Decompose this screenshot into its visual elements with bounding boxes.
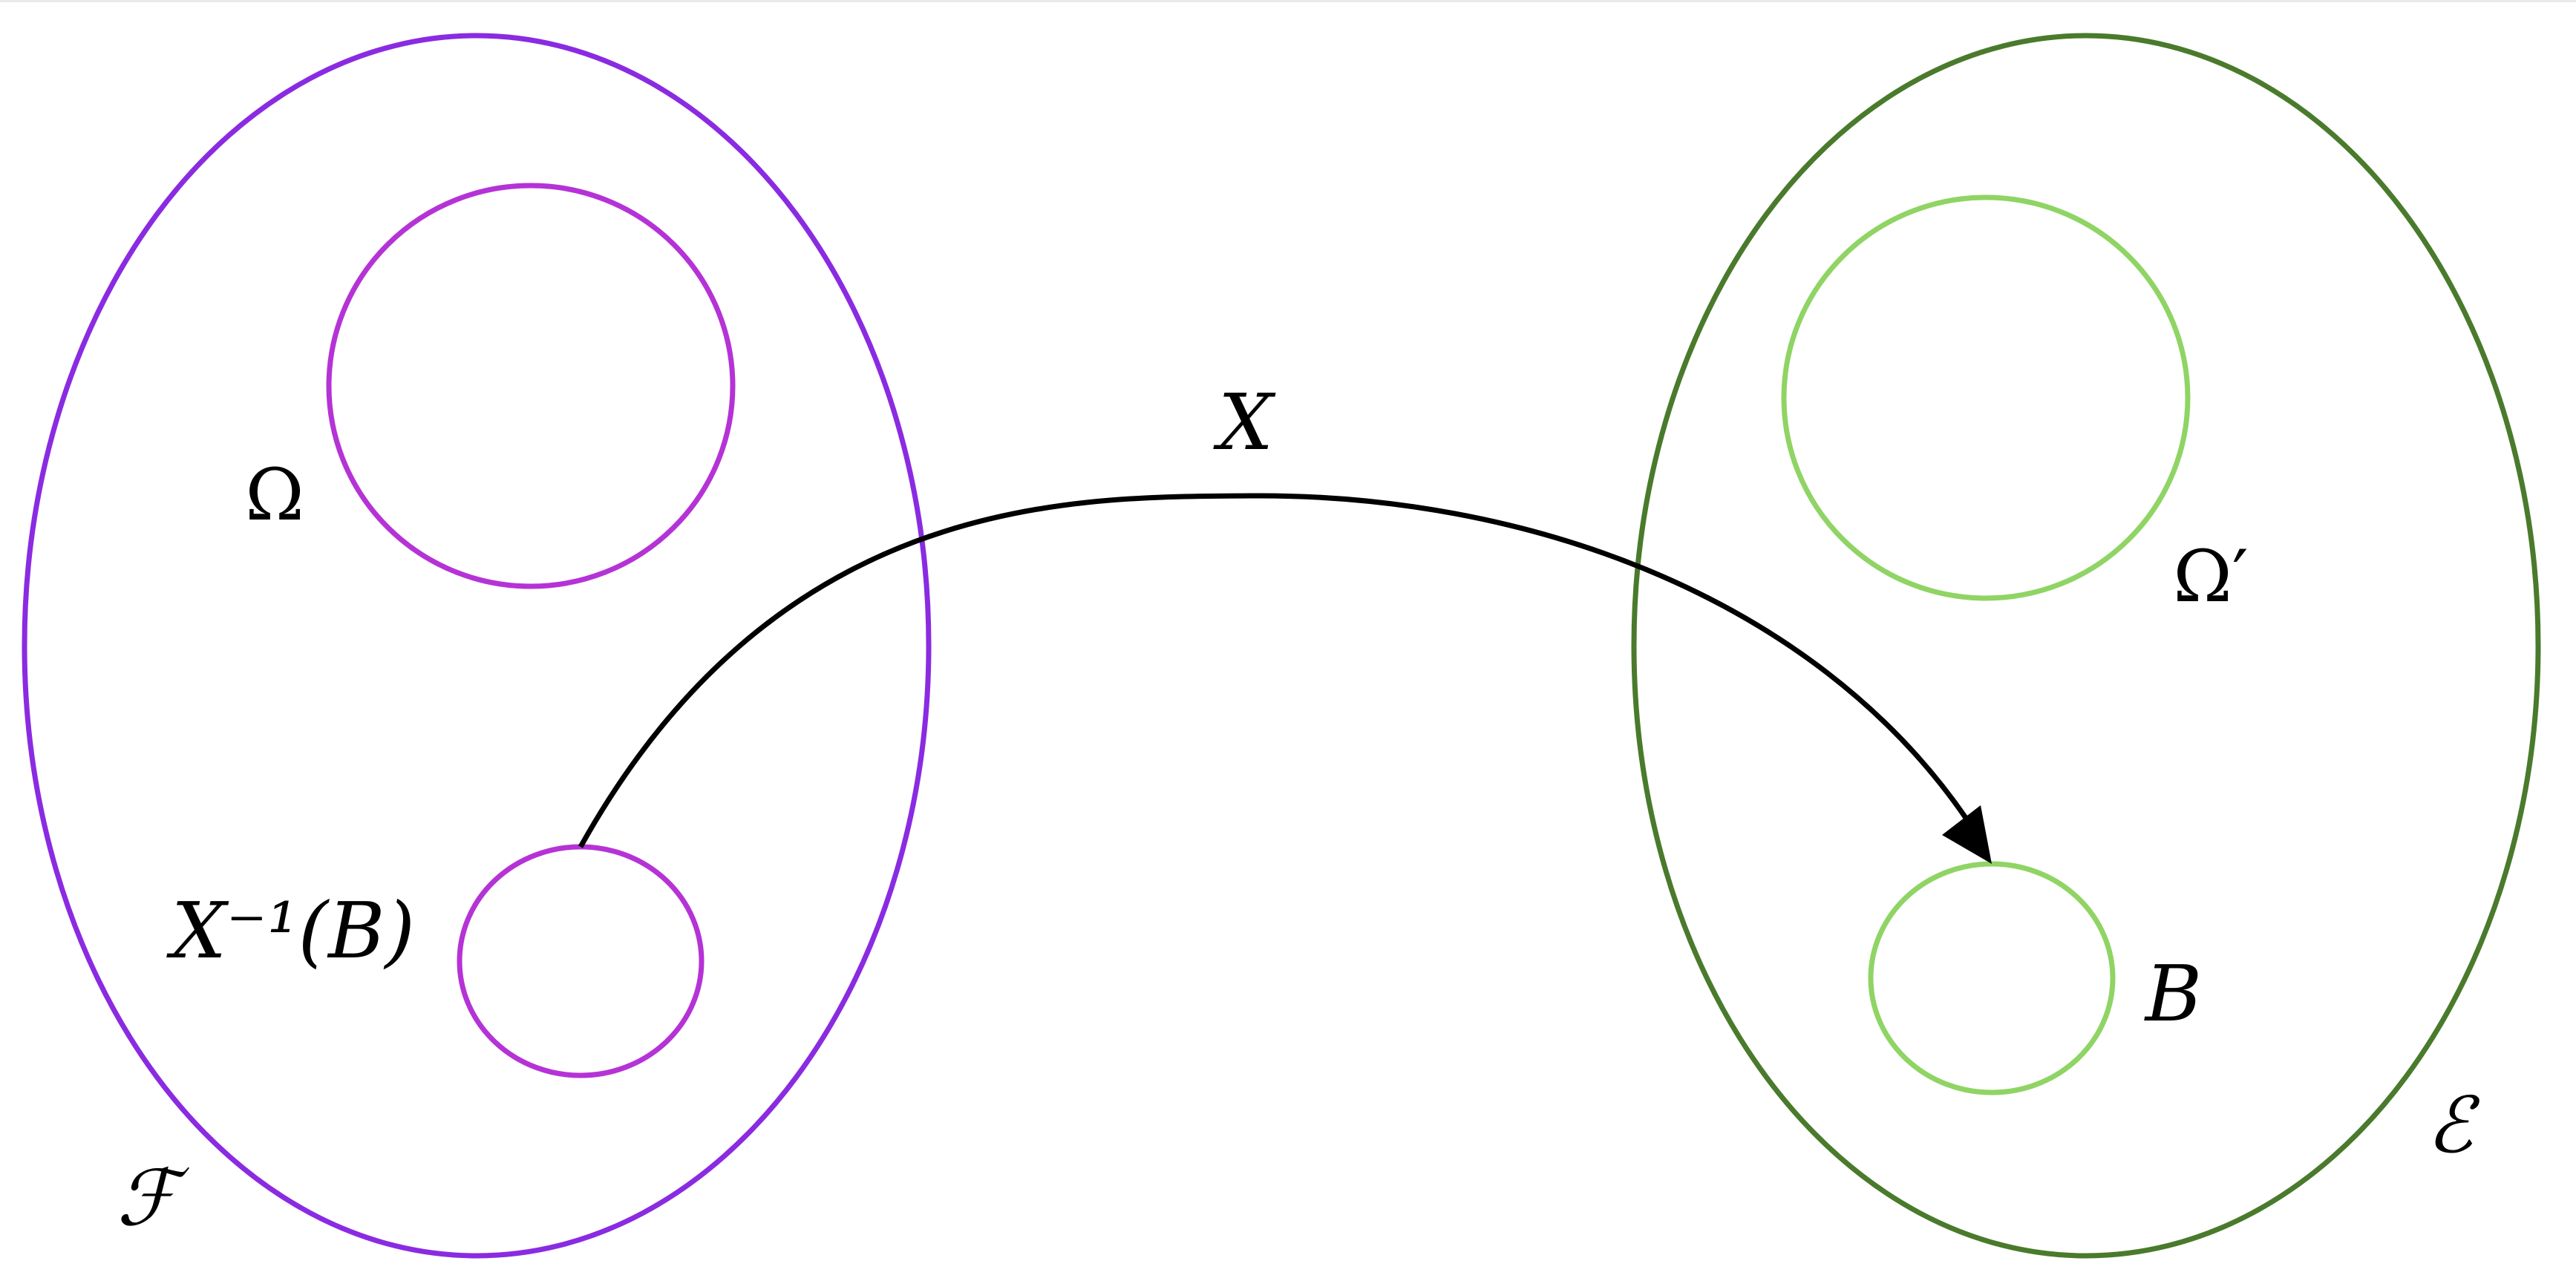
mapping-arrow bbox=[578, 493, 1968, 848]
omega-label: Ω bbox=[245, 453, 304, 537]
sigma-algebra-f-ellipse bbox=[22, 33, 932, 1259]
map-x-label: X bbox=[1213, 377, 1276, 468]
omega-prime-set-circle bbox=[1781, 194, 2191, 601]
sigma-algebra-e-ellipse bbox=[1631, 33, 2541, 1259]
preimage-label: X⁻¹(B) bbox=[166, 885, 415, 976]
preimage-set-circle bbox=[457, 844, 705, 1078]
b-set-circle bbox=[1868, 861, 2116, 1095]
mapping-arrow-head bbox=[1942, 805, 1992, 864]
omega-set-circle bbox=[326, 183, 736, 589]
b-label: B bbox=[2144, 949, 2202, 1039]
sigma-algebra-e-label: ℰ bbox=[2427, 1080, 2480, 1170]
top-divider bbox=[0, 0, 2576, 2]
omega-prime-label: Ω′ bbox=[2173, 535, 2248, 618]
sigma-algebra-f-label: ℱ bbox=[117, 1153, 189, 1243]
